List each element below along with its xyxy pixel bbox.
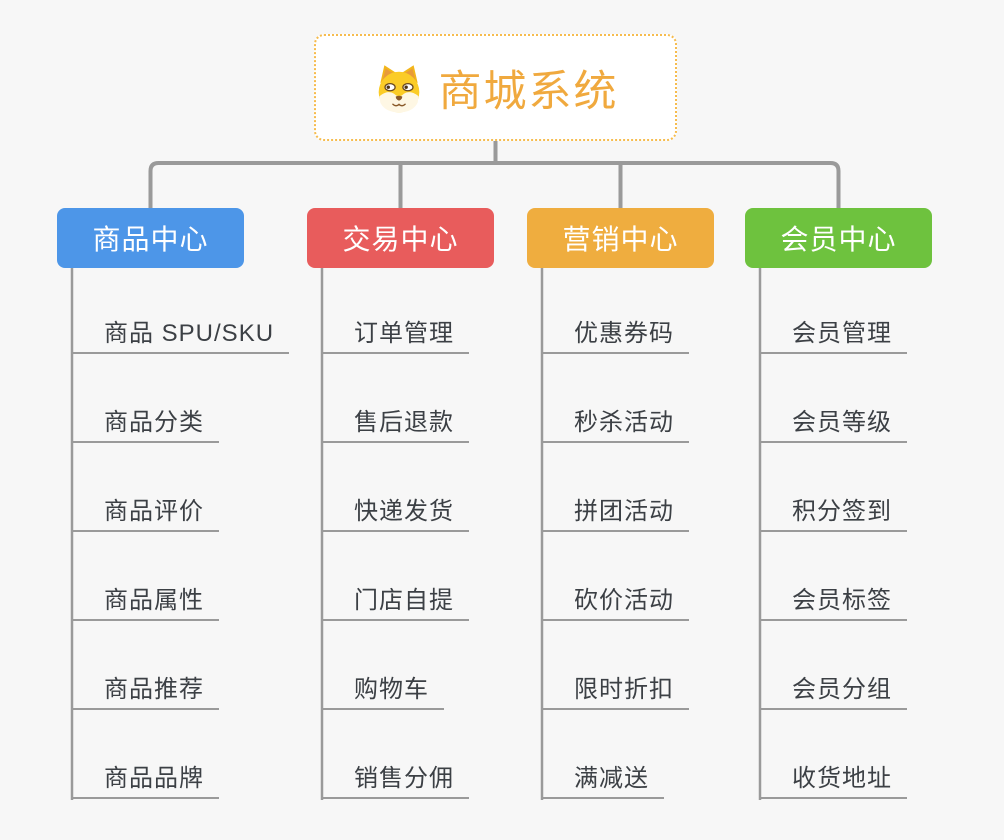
leaf-node[interactable]: 销售分佣 bbox=[321, 761, 469, 799]
leaf-node[interactable]: 购物车 bbox=[321, 672, 444, 710]
leaf-node[interactable]: 拼团活动 bbox=[541, 494, 689, 532]
branch-label: 商品中心 bbox=[92, 224, 209, 255]
leaf-node[interactable]: 订单管理 bbox=[321, 316, 469, 354]
leaf-node[interactable]: 快递发货 bbox=[321, 494, 469, 532]
leaf-node[interactable]: 积分签到 bbox=[759, 494, 907, 532]
leaf-node[interactable]: 优惠券码 bbox=[541, 316, 689, 354]
branch-header-trade-center[interactable]: 交易中心 bbox=[307, 208, 494, 268]
leaf-node[interactable]: 收货地址 bbox=[759, 761, 907, 799]
leaf-node[interactable]: 会员等级 bbox=[759, 405, 907, 443]
branch-label: 交易中心 bbox=[342, 224, 459, 255]
branch-label: 会员中心 bbox=[780, 224, 897, 255]
leaf-node[interactable]: 售后退款 bbox=[321, 405, 469, 443]
root-node[interactable]: 商城系统 bbox=[314, 34, 677, 141]
branch-label: 营销中心 bbox=[562, 224, 679, 255]
dog-face-icon bbox=[378, 64, 419, 112]
leaf-node[interactable]: 商品品牌 bbox=[71, 761, 219, 799]
leaf-node[interactable]: 满减送 bbox=[541, 761, 664, 799]
branch-rail-line bbox=[148, 161, 841, 208]
branch-header-product-center[interactable]: 商品中心 bbox=[57, 208, 244, 268]
leaf-node[interactable]: 会员管理 bbox=[759, 316, 907, 354]
branch-header-member-center[interactable]: 会员中心 bbox=[745, 208, 932, 268]
leaf-node[interactable]: 商品推荐 bbox=[71, 672, 219, 710]
leaf-node[interactable]: 商品属性 bbox=[71, 583, 219, 621]
leaf-node[interactable]: 商品 SPU/SKU bbox=[71, 316, 290, 354]
leaf-node[interactable]: 会员标签 bbox=[759, 583, 907, 621]
leaf-node[interactable]: 门店自提 bbox=[321, 583, 469, 621]
root-title: 商城系统 bbox=[438, 67, 619, 116]
leaf-node[interactable]: 秒杀活动 bbox=[541, 405, 689, 443]
leaf-node[interactable]: 商品评价 bbox=[71, 494, 219, 532]
leaf-node[interactable]: 砍价活动 bbox=[541, 583, 689, 621]
leaf-node[interactable]: 商品分类 bbox=[71, 405, 219, 443]
branch-header-marketing-center[interactable]: 营销中心 bbox=[527, 208, 714, 268]
leaf-node[interactable]: 限时折扣 bbox=[541, 672, 689, 710]
leaf-node[interactable]: 会员分组 bbox=[759, 672, 907, 710]
